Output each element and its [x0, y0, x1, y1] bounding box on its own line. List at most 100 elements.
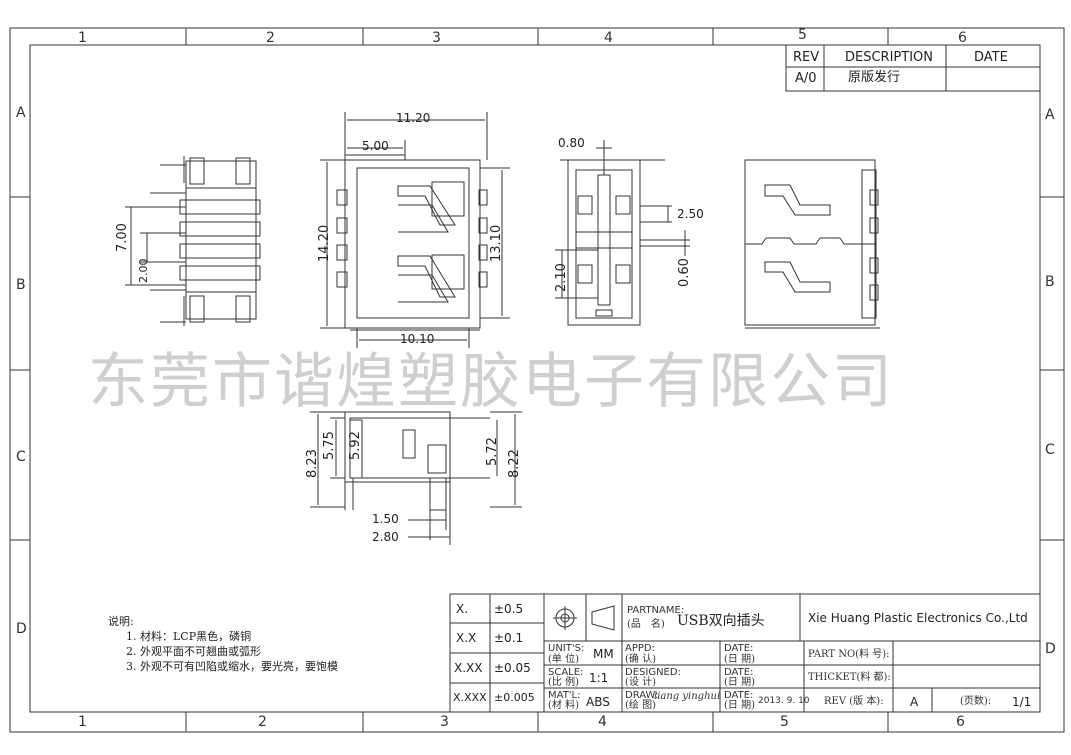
- page-label: (页数):: [960, 696, 992, 707]
- note-item-1: 1. 材料：LCP黑色，磷铜: [126, 630, 252, 643]
- notes-title: 说明:: [108, 615, 134, 628]
- units-value: MM: [593, 647, 614, 661]
- tol-value-3: ±0.005: [494, 691, 535, 704]
- material-label: MAT'L:: [548, 690, 581, 701]
- partname-value: USB双向插头: [677, 613, 765, 629]
- dim-top-width: 11.20: [396, 111, 431, 125]
- dim-end-top: 0.80: [558, 136, 585, 150]
- dim-front-pitch: 2.00: [137, 258, 150, 284]
- material-value: ABS: [586, 695, 610, 709]
- end-view: [555, 140, 690, 326]
- dim-end-pin: 2.50: [677, 207, 704, 221]
- scale-label: SCALE:: [548, 667, 584, 678]
- revision-table: [785, 44, 1041, 92]
- drawing-notes: 说明: 1. 材料：LCP黑色，磷铜 2. 外观平面不可翘曲或弧形 3. 外观不…: [108, 614, 338, 674]
- note-item-3: 3. 外观不可有凹陷或缩水，要光亮，要饱模: [126, 660, 338, 673]
- partname-label-cn: (品 名): [627, 619, 665, 630]
- zone-col-3-top: 3: [432, 30, 441, 46]
- zone-col-1-top: 1: [78, 30, 87, 46]
- scale-value: 1:1: [589, 671, 609, 685]
- rev-row-description: 原版发行: [848, 70, 901, 85]
- rev-header-date: DATE: [974, 50, 1008, 65]
- outer-border: [9, 27, 1065, 733]
- zone-row-b-right: B: [1045, 274, 1055, 290]
- zone-col-2-top: 2: [266, 30, 275, 46]
- zone-col-3-bottom: 3: [440, 714, 449, 730]
- draw-label: DRAW:: [625, 690, 659, 701]
- designed-label-cn: (设 计): [625, 677, 656, 688]
- zone-row-c-left: C: [16, 449, 26, 465]
- tol-value-1: ±0.1: [494, 631, 524, 645]
- top-view: [320, 112, 510, 348]
- units-label: UNIT'S:: [548, 643, 585, 654]
- tol-value-0: ±0.5: [494, 602, 524, 616]
- dim-top-inner: 5.00: [362, 139, 389, 153]
- zone-row-a-right: A: [1045, 107, 1055, 123]
- dim-end-right: 0.60: [677, 258, 692, 287]
- title-block-grid: [449, 593, 1041, 713]
- rev-value: A: [910, 695, 919, 709]
- tol-label-1: X.X: [456, 631, 477, 645]
- dim-side-bottom-1: 1.50: [372, 512, 399, 526]
- draw-date-label: DATE:: [724, 690, 754, 701]
- designed-date-label-cn: (日 期): [724, 677, 755, 688]
- dim-left-height: 14.20: [317, 224, 332, 262]
- company-name: Xie Huang Plastic Electronics Co.,Ltd: [808, 611, 1028, 625]
- dim-end-left: 2.10: [554, 263, 569, 292]
- company-watermark: 东莞市谐煌塑胶电子有限公司: [88, 347, 894, 417]
- note-item-2: 2. 外观平面不可翘曲或弧形: [126, 645, 261, 658]
- appd-date-label: DATE:: [724, 643, 754, 654]
- draw-date-value: 2013. 9. 10: [758, 696, 810, 706]
- rev-row-rev: A/0: [795, 71, 817, 86]
- units-label-cn: (单 位): [548, 654, 579, 665]
- zone-row-d-right: D: [1045, 641, 1056, 657]
- appd-date-label-cn: (日 期): [724, 654, 755, 665]
- draw-value: liang yinghui: [654, 691, 721, 702]
- dim-side-left-mid: 5.75: [322, 431, 337, 460]
- zone-row-a-left: A: [16, 105, 26, 121]
- tol-value-2: ±0.05: [494, 661, 531, 675]
- zone-row-c-right: C: [1045, 442, 1055, 458]
- rev-label: REV (版 本):: [824, 696, 884, 707]
- zone-col-1-bottom: 1: [78, 714, 87, 730]
- designed-label: DESIGNED:: [625, 667, 681, 678]
- dim-side-left-outer: 8.23: [305, 449, 320, 478]
- scale-label-cn: (比 例): [548, 677, 579, 688]
- zone-col-5-top: 5: [798, 27, 807, 43]
- zone-row-b-left: B: [16, 277, 26, 293]
- zone-col-6-bottom: 6: [956, 714, 965, 730]
- page-value: 1/1: [1012, 695, 1032, 709]
- dim-side-left-inner: 5.92: [348, 431, 363, 460]
- side-view: [310, 411, 522, 545]
- tol-label-3: X.XXX: [453, 691, 487, 704]
- rev-header-description: DESCRIPTION: [845, 50, 933, 65]
- dim-bottom-width: 10.10: [400, 332, 435, 346]
- zone-col-6-top: 6: [958, 30, 967, 46]
- material-label-cn: (材 料): [548, 700, 579, 711]
- designed-date-label: DATE:: [724, 667, 754, 678]
- zone-col-4-bottom: 4: [598, 714, 607, 730]
- thicket-label: THICKET(料 都):: [808, 672, 891, 683]
- zone-col-4-top: 4: [604, 30, 613, 46]
- appd-label: APPD:: [625, 643, 655, 654]
- dim-side-bottom-2: 2.80: [372, 530, 399, 544]
- dim-front-height: 7.00: [115, 223, 130, 252]
- part-no-label: PART NO(料 号):: [808, 649, 890, 660]
- draw-date-label-cn: (日 期): [724, 700, 755, 711]
- tol-label-0: X.: [456, 602, 469, 616]
- zone-col-5-bottom: 5: [780, 714, 789, 730]
- back-view: [744, 159, 880, 329]
- zone-col-2-bottom: 2: [258, 714, 267, 730]
- front-view: [125, 156, 261, 326]
- dim-right-height: 13.10: [489, 224, 504, 262]
- partname-label: PARTNAME:: [627, 605, 685, 616]
- dim-side-right-outer: 8.22: [507, 449, 522, 478]
- tol-label-2: X.XX: [454, 661, 483, 675]
- zone-row-d-left: D: [16, 621, 27, 637]
- rev-header-rev: REV: [793, 50, 820, 65]
- appd-label-cn: (确 认): [625, 654, 656, 665]
- draw-label-cn: (绘 图): [625, 700, 656, 711]
- dim-side-right-inner: 5.72: [485, 437, 500, 466]
